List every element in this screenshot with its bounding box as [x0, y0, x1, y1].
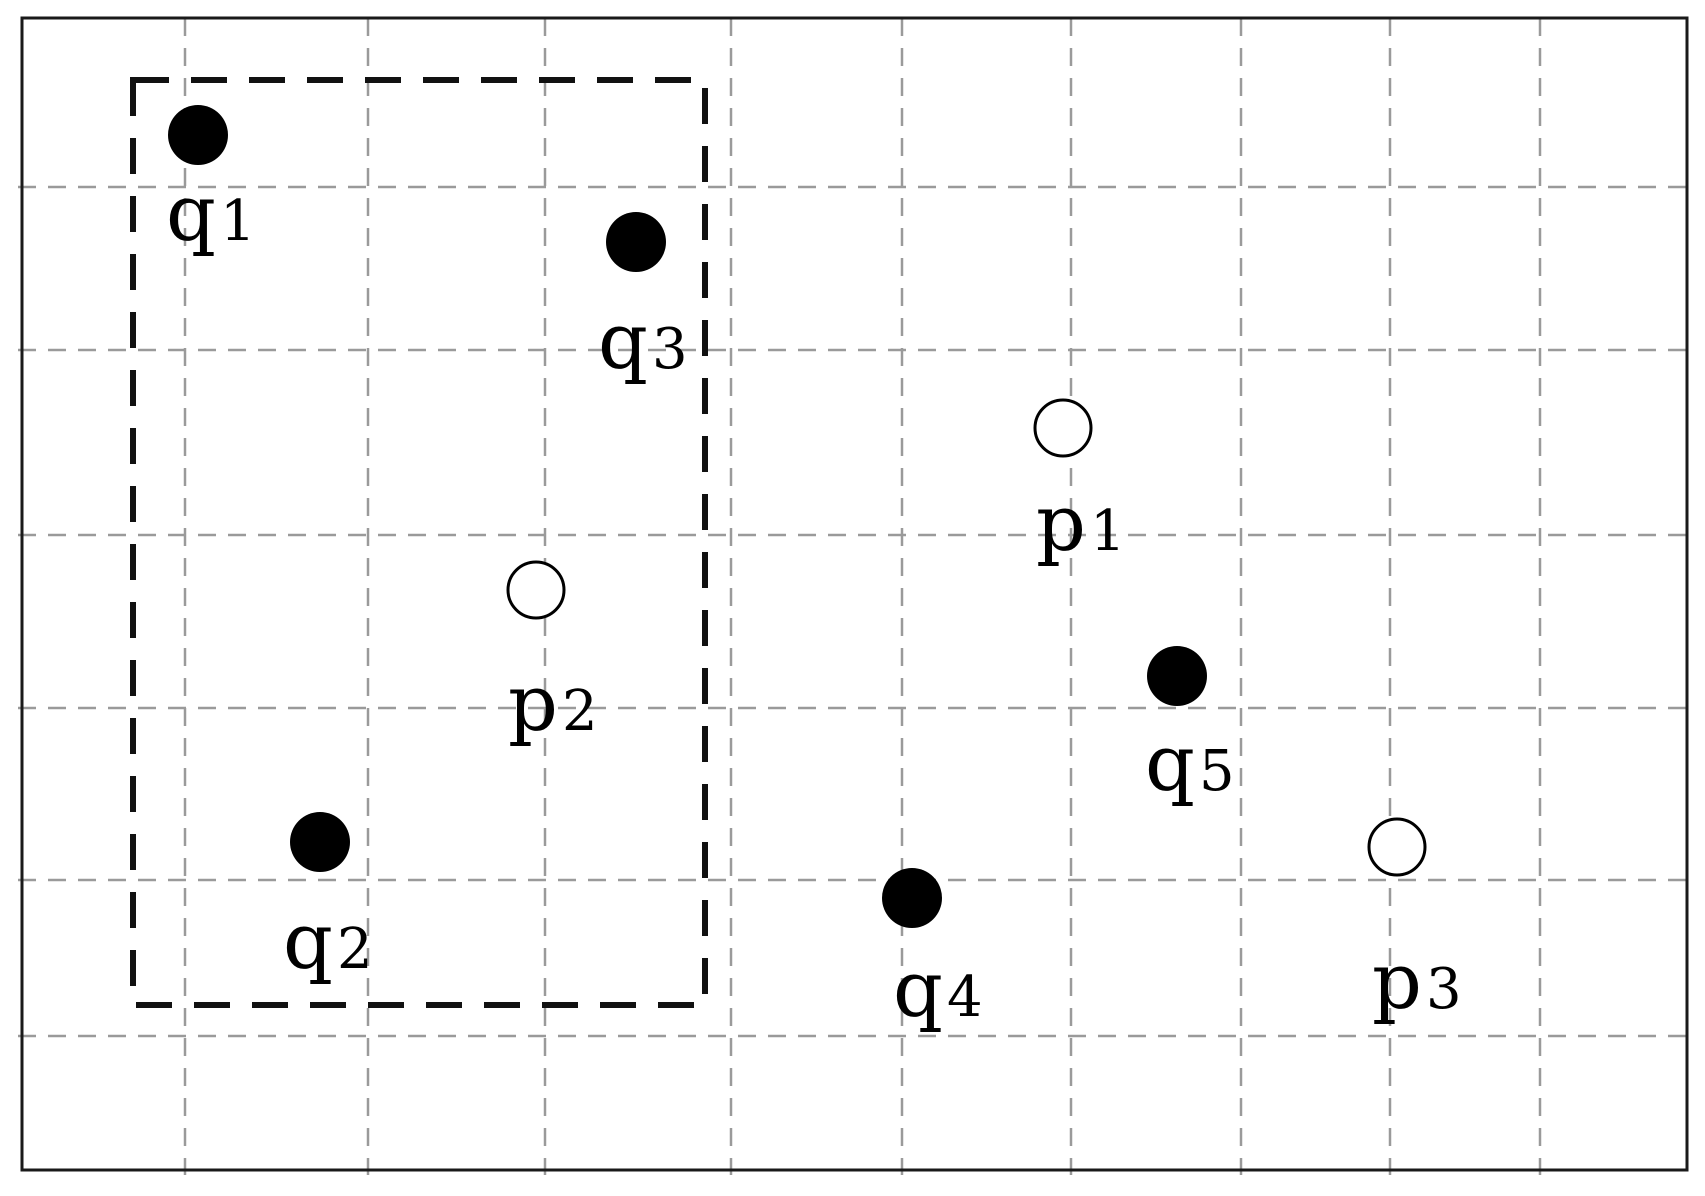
point-q4: q4 [882, 868, 983, 1035]
point-p2: p2 [506, 560, 598, 749]
point-label-subscript: 2 [337, 917, 373, 982]
point-label-q5: q5 [1145, 719, 1235, 809]
point-p3: p3 [1367, 817, 1462, 1027]
hollow-point-marker [1367, 817, 1427, 877]
filled-point-marker [168, 105, 228, 165]
hollow-point-marker [1033, 398, 1093, 458]
point-label-letter: q [1145, 719, 1195, 809]
point-label-q1: q1 [166, 169, 256, 259]
point-p1: p1 [1033, 398, 1126, 569]
hollow-point-marker [506, 560, 566, 620]
point-q2: q2 [283, 812, 373, 987]
point-label-subscript: 2 [562, 679, 598, 744]
point-label-letter: q [166, 169, 216, 259]
outer-frame [20, 16, 1689, 1172]
point-label-letter: p [508, 659, 558, 749]
point-label-subscript: 3 [652, 317, 688, 382]
point-q3: q3 [598, 212, 688, 387]
filled-point-marker [1147, 646, 1207, 706]
point-label-letter: q [893, 945, 943, 1035]
point-label-subscript: 3 [1426, 957, 1462, 1022]
point-label-p2: p2 [508, 659, 598, 749]
filled-point-marker [882, 868, 942, 928]
point-label-letter: q [598, 297, 648, 387]
point-label-letter: p [1036, 479, 1086, 569]
point-label-subscript: 4 [947, 965, 983, 1030]
filled-point-marker [290, 812, 350, 872]
filled-point-marker [606, 212, 666, 272]
point-label-subscript: 1 [1090, 499, 1126, 564]
point-q5: q5 [1145, 646, 1235, 809]
point-label-q2: q2 [283, 897, 373, 987]
point-q1: q1 [166, 105, 256, 259]
point-label-q4: q4 [893, 945, 983, 1035]
point-label-q3: q3 [598, 297, 688, 387]
point-label-letter: p [1372, 937, 1422, 1027]
point-label-letter: q [283, 897, 333, 987]
point-label-p3: p3 [1372, 937, 1462, 1027]
point-label-subscript: 1 [220, 189, 256, 254]
grid-lines [18, 18, 1690, 1175]
point-label-p1: p1 [1036, 479, 1126, 569]
point-label-subscript: 5 [1199, 739, 1235, 804]
